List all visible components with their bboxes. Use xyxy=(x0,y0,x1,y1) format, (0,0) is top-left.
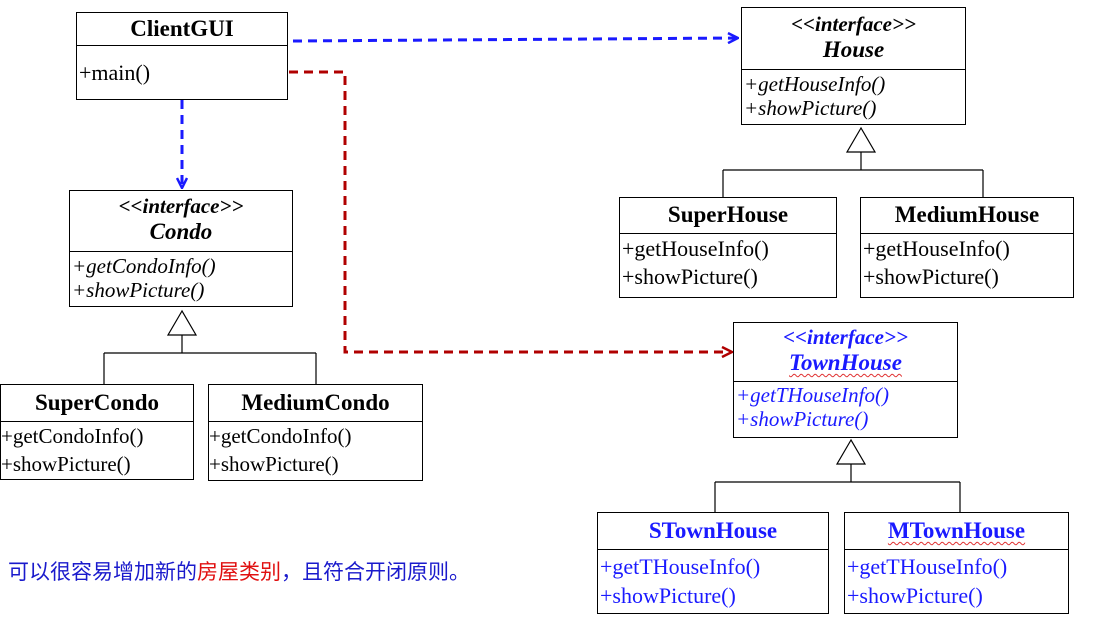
operation: +showPicture() xyxy=(847,583,983,608)
class-name: Condo xyxy=(149,219,213,244)
class-mediumcondo[interactable]: MediumCondo +getCondoInfo() +showPicture… xyxy=(208,384,423,481)
operation: +showPicture() xyxy=(863,264,999,289)
class-superhouse[interactable]: SuperHouse +getHouseInfo() +showPicture(… xyxy=(619,197,837,298)
operation: +getCondoInfo() xyxy=(209,424,352,448)
operation: +getHouseInfo() xyxy=(744,72,886,96)
operation: +getTHouseInfo() xyxy=(847,554,1008,579)
note-highlight: 房屋类别 xyxy=(197,560,281,584)
interface-condo[interactable]: <<interface>> Condo +getCondoInfo() +sho… xyxy=(69,190,293,307)
class-name: House xyxy=(822,37,885,62)
operation: +showPicture() xyxy=(622,264,758,289)
note-text-part1: 可以很容易增加新的 xyxy=(8,560,197,584)
class-name: MTownHouse xyxy=(887,518,1026,543)
operation: +showPicture() xyxy=(600,583,736,608)
operation: +showPicture() xyxy=(736,407,869,431)
inheritance-house xyxy=(722,126,984,197)
class-clientgui[interactable]: ClientGUI +main() xyxy=(76,12,288,100)
operation: +getCondoInfo() xyxy=(1,424,144,448)
class-mediumhouse-header: MediumHouse xyxy=(861,198,1073,234)
class-operations: +getHouseInfo() +showPicture() xyxy=(861,234,1073,291)
class-operations: +getTHouseInfo() +showPicture() xyxy=(734,382,957,431)
class-operations: +getHouseInfo() +showPicture() xyxy=(742,70,965,120)
interface-townhouse[interactable]: <<interface>> TownHouse +getTHouseInfo()… xyxy=(733,322,958,438)
class-name: TownHouse xyxy=(789,350,902,375)
class-name: MediumHouse xyxy=(894,202,1040,227)
class-name: SuperHouse xyxy=(667,202,789,227)
class-stownhouse[interactable]: STownHouse +getTHouseInfo() +showPicture… xyxy=(597,512,829,614)
class-operations: +getCondoInfo() +showPicture() xyxy=(70,252,292,302)
interface-condo-header: <<interface>> Condo xyxy=(70,191,292,252)
class-operations: +getCondoInfo() +showPicture() xyxy=(1,422,193,478)
class-operations: +main() xyxy=(77,46,287,87)
interface-house-header: <<interface>> House xyxy=(742,8,965,70)
class-operations: +getTHouseInfo() +showPicture() xyxy=(598,550,828,610)
class-supercondo-header: SuperCondo xyxy=(1,385,193,422)
class-operations: +getHouseInfo() +showPicture() xyxy=(620,234,836,291)
class-superhouse-header: SuperHouse xyxy=(620,198,836,234)
dependency-clientgui-to-house xyxy=(292,38,738,41)
class-mediumcondo-header: MediumCondo xyxy=(209,385,422,422)
interface-townhouse-header: <<interface>> TownHouse xyxy=(734,323,957,382)
operation: +main() xyxy=(79,60,151,85)
inheritance-townhouse xyxy=(714,438,961,512)
operation: +getTHouseInfo() xyxy=(736,383,889,407)
class-supercondo[interactable]: SuperCondo +getCondoInfo() +showPicture(… xyxy=(0,384,194,480)
inheritance-condo xyxy=(103,309,317,384)
class-mediumhouse[interactable]: MediumHouse +getHouseInfo() +showPicture… xyxy=(860,197,1074,298)
stereotype-label: <<interface>> xyxy=(791,12,916,36)
operation: +showPicture() xyxy=(72,278,205,302)
class-name: STownHouse xyxy=(648,518,778,543)
class-name: ClientGUI xyxy=(130,16,234,41)
operation: +showPicture() xyxy=(744,96,877,120)
design-note: 可以很容易增加新的房屋类别，且符合开闭原则。 xyxy=(8,556,470,586)
dependency-clientgui-to-townhouse xyxy=(289,70,732,352)
operation: +getHouseInfo() xyxy=(863,236,1010,261)
class-clientgui-header: ClientGUI xyxy=(77,13,287,46)
class-mtownhouse-header: MTownHouse xyxy=(845,513,1068,550)
class-name: MediumCondo xyxy=(241,390,390,415)
class-mtownhouse[interactable]: MTownHouse +getTHouseInfo() +showPicture… xyxy=(844,512,1069,614)
class-stownhouse-header: STownHouse xyxy=(598,513,828,550)
operation: +getCondoInfo() xyxy=(72,254,216,278)
class-operations: +getCondoInfo() +showPicture() xyxy=(209,422,422,478)
class-operations: +getTHouseInfo() +showPicture() xyxy=(845,550,1068,610)
operation: +showPicture() xyxy=(1,452,131,476)
operation: +showPicture() xyxy=(209,452,339,476)
class-name: SuperCondo xyxy=(35,390,159,415)
operation: +getHouseInfo() xyxy=(622,236,769,261)
operation: +getTHouseInfo() xyxy=(600,554,761,579)
stereotype-label: <<interface>> xyxy=(783,325,908,349)
stereotype-label: <<interface>> xyxy=(118,194,244,218)
note-text-part2: ，且符合开闭原则。 xyxy=(281,560,470,584)
interface-house[interactable]: <<interface>> House +getHouseInfo() +sho… xyxy=(741,7,966,125)
